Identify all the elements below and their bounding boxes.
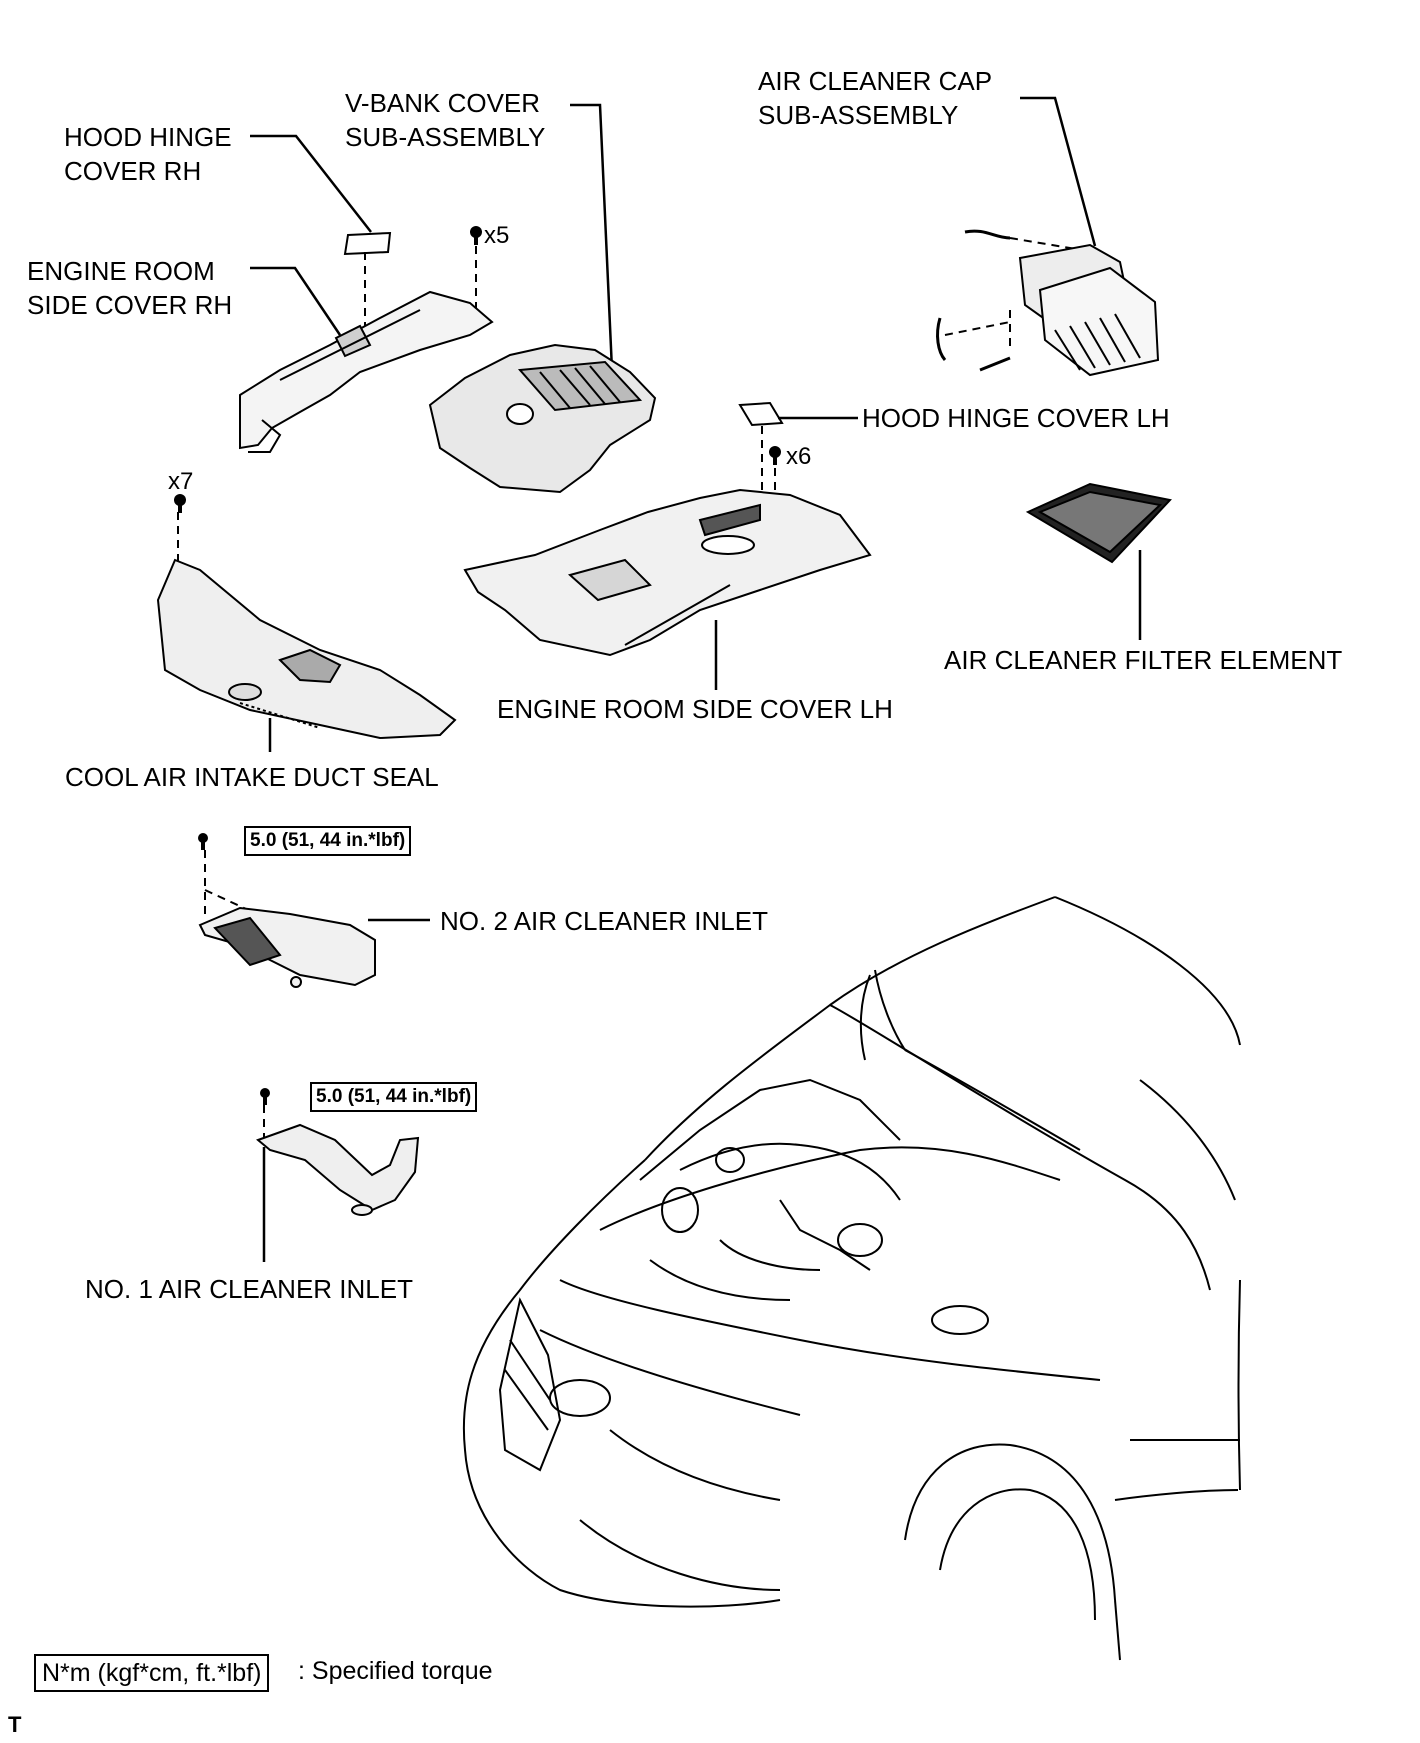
engine-room-side-cover-lh-part (465, 490, 870, 655)
label-v-bank-cover: V-BANK COVER SUB-ASSEMBLY (345, 88, 546, 152)
torque-spec-no1-inlet: 5.0 (51, 44 in.*lbf) (310, 1082, 478, 1112)
label-no2-air-cleaner-inlet: NO. 2 AIR CLEANER INLET (440, 906, 768, 936)
legend-torque-unit-box: N*m (kgf*cm, ft.*lbf) (34, 1654, 270, 1692)
corner-mark: T (8, 1712, 22, 1737)
label-no1-air-cleaner-inlet: NO. 1 AIR CLEANER INLET (85, 1274, 413, 1304)
engine-room-side-cover-rh-part (240, 292, 492, 452)
qty-duct-seal-clips: x7 (168, 468, 194, 495)
qty-lh-cover-clips: x6 (786, 443, 812, 470)
label-air-cleaner-cap: AIR CLEANER CAP SUB-ASSEMBLY (758, 66, 993, 130)
air-cleaner-cap-part (938, 231, 1158, 375)
hood-hinge-cover-lh-part (740, 403, 782, 425)
air-cleaner-filter-element-part (1028, 484, 1170, 562)
label-hood-hinge-cover-rh: HOOD HINGE COVER RH (64, 122, 232, 186)
vehicle-outline (464, 897, 1240, 1660)
cool-air-intake-duct-seal-part (158, 560, 455, 738)
torque-spec-no2-inlet: 5.0 (51, 44 in.*lbf) (244, 826, 412, 856)
legend-specified-torque-text: : Specified torque (298, 1657, 493, 1685)
clip-icons (174, 226, 781, 1105)
v-bank-cover-part (430, 345, 655, 492)
label-hood-hinge-cover-lh: HOOD HINGE COVER LH (862, 403, 1170, 433)
qty-v-bank-clips: x5 (484, 222, 510, 249)
leader-lines (250, 98, 1140, 1262)
label-engine-room-side-cover-rh: ENGINE ROOM SIDE COVER RH (27, 256, 233, 320)
label-engine-room-side-cover-lh: ENGINE ROOM SIDE COVER LH (497, 694, 893, 724)
hood-hinge-cover-rh-part (345, 233, 390, 254)
no2-air-cleaner-inlet-part (200, 908, 375, 987)
label-cool-air-intake-duct-seal: COOL AIR INTAKE DUCT SEAL (65, 762, 439, 792)
no1-air-cleaner-inlet-part (258, 1125, 418, 1215)
label-air-cleaner-filter-element: AIR CLEANER FILTER ELEMENT (944, 645, 1343, 675)
